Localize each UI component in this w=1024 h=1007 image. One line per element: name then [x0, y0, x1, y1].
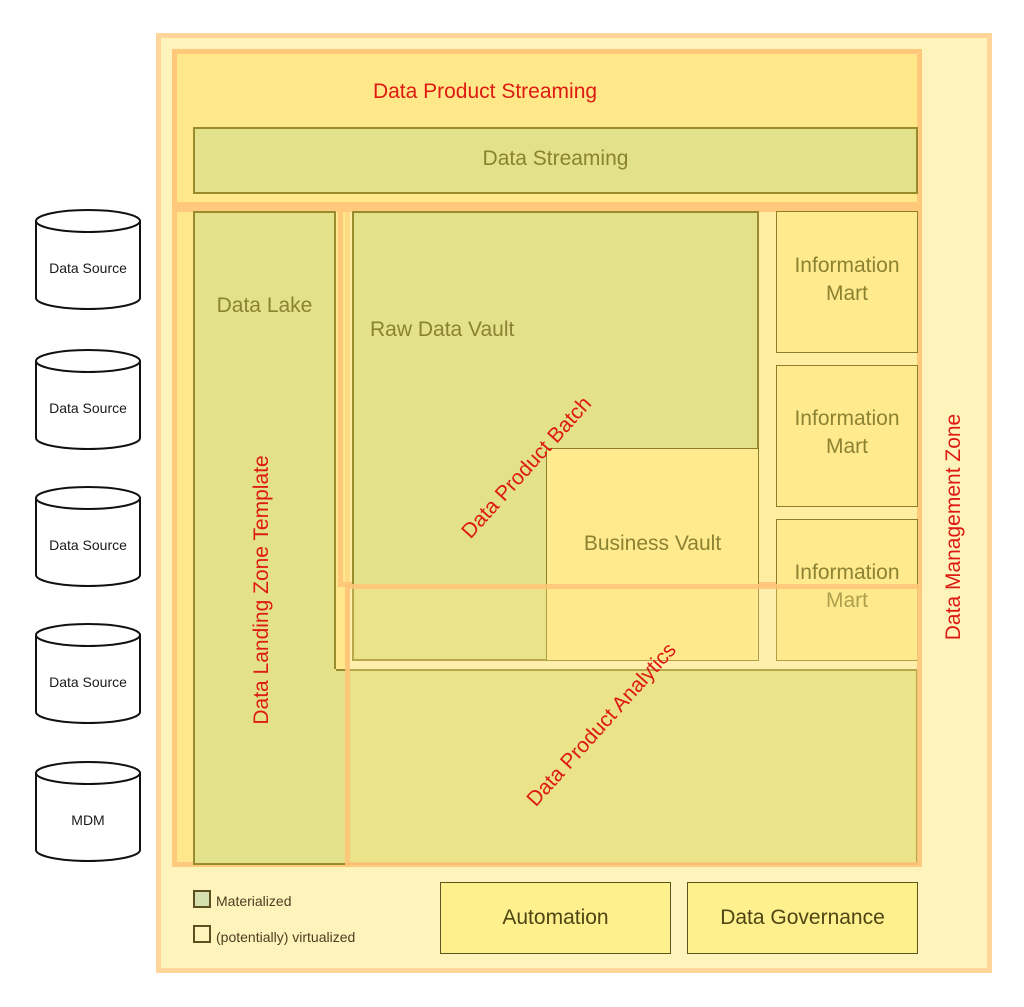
- data-product-analytics-zone: [345, 584, 922, 867]
- database-icon: [35, 486, 141, 587]
- legend-virtualized-swatch: [193, 925, 211, 943]
- information-mart-label: Information: [794, 561, 900, 584]
- data-source-cylinder: Data Source: [34, 485, 142, 589]
- information-mart-label: Mart: [826, 282, 868, 305]
- information-mart-label: Mart: [826, 589, 868, 612]
- data-lake-extension: [334, 669, 918, 865]
- legend-virtualized-label: (potentially) virtualized: [216, 929, 356, 945]
- automation-box: Automation: [440, 882, 671, 954]
- legend-materialized-swatch: [193, 890, 211, 908]
- data-lake-fill-join: [195, 669, 336, 863]
- data-source-label: Data Source: [49, 674, 127, 690]
- database-icon: [35, 349, 141, 450]
- data-source-label: Data Source: [49, 260, 127, 276]
- business-vault-label: Business Vault: [583, 532, 722, 555]
- data-landing-zone-label: Data Landing Zone Template: [250, 455, 273, 725]
- data-management-zone-label: Data Management Zone: [942, 413, 965, 641]
- data-source-label: Data Source: [49, 537, 127, 553]
- data-lake-label: Data Lake: [216, 294, 313, 317]
- database-icon: [35, 761, 141, 862]
- information-mart-box: Information Mart: [776, 211, 918, 353]
- data-product-streaming-label: Data Product Streaming: [372, 80, 598, 103]
- database-icon: [35, 209, 141, 310]
- business-vault-box: [546, 448, 759, 661]
- legend-materialized-label: Materialized: [216, 893, 292, 909]
- data-source-cylinder: Data Source: [34, 622, 142, 726]
- information-mart-box: Information Mart: [776, 365, 918, 507]
- information-mart-box: Information Mart: [776, 519, 918, 661]
- data-streaming-label: Data Streaming: [482, 147, 629, 170]
- data-source-cylinder: Data Source: [34, 348, 142, 452]
- data-streaming-box: [193, 127, 918, 194]
- information-mart-label: Information: [794, 407, 900, 430]
- raw-data-vault-label: Raw Data Vault: [370, 318, 515, 341]
- information-mart-label: Information: [794, 254, 900, 277]
- data-source-label: Data Source: [49, 400, 127, 416]
- information-mart-label: Mart: [826, 435, 868, 458]
- mdm-cylinder: MDM: [34, 760, 142, 864]
- database-icon: [35, 623, 141, 724]
- data-source-cylinder: Data Source: [34, 208, 142, 312]
- data-governance-box: Data Governance: [687, 882, 918, 954]
- mdm-label: MDM: [71, 812, 105, 828]
